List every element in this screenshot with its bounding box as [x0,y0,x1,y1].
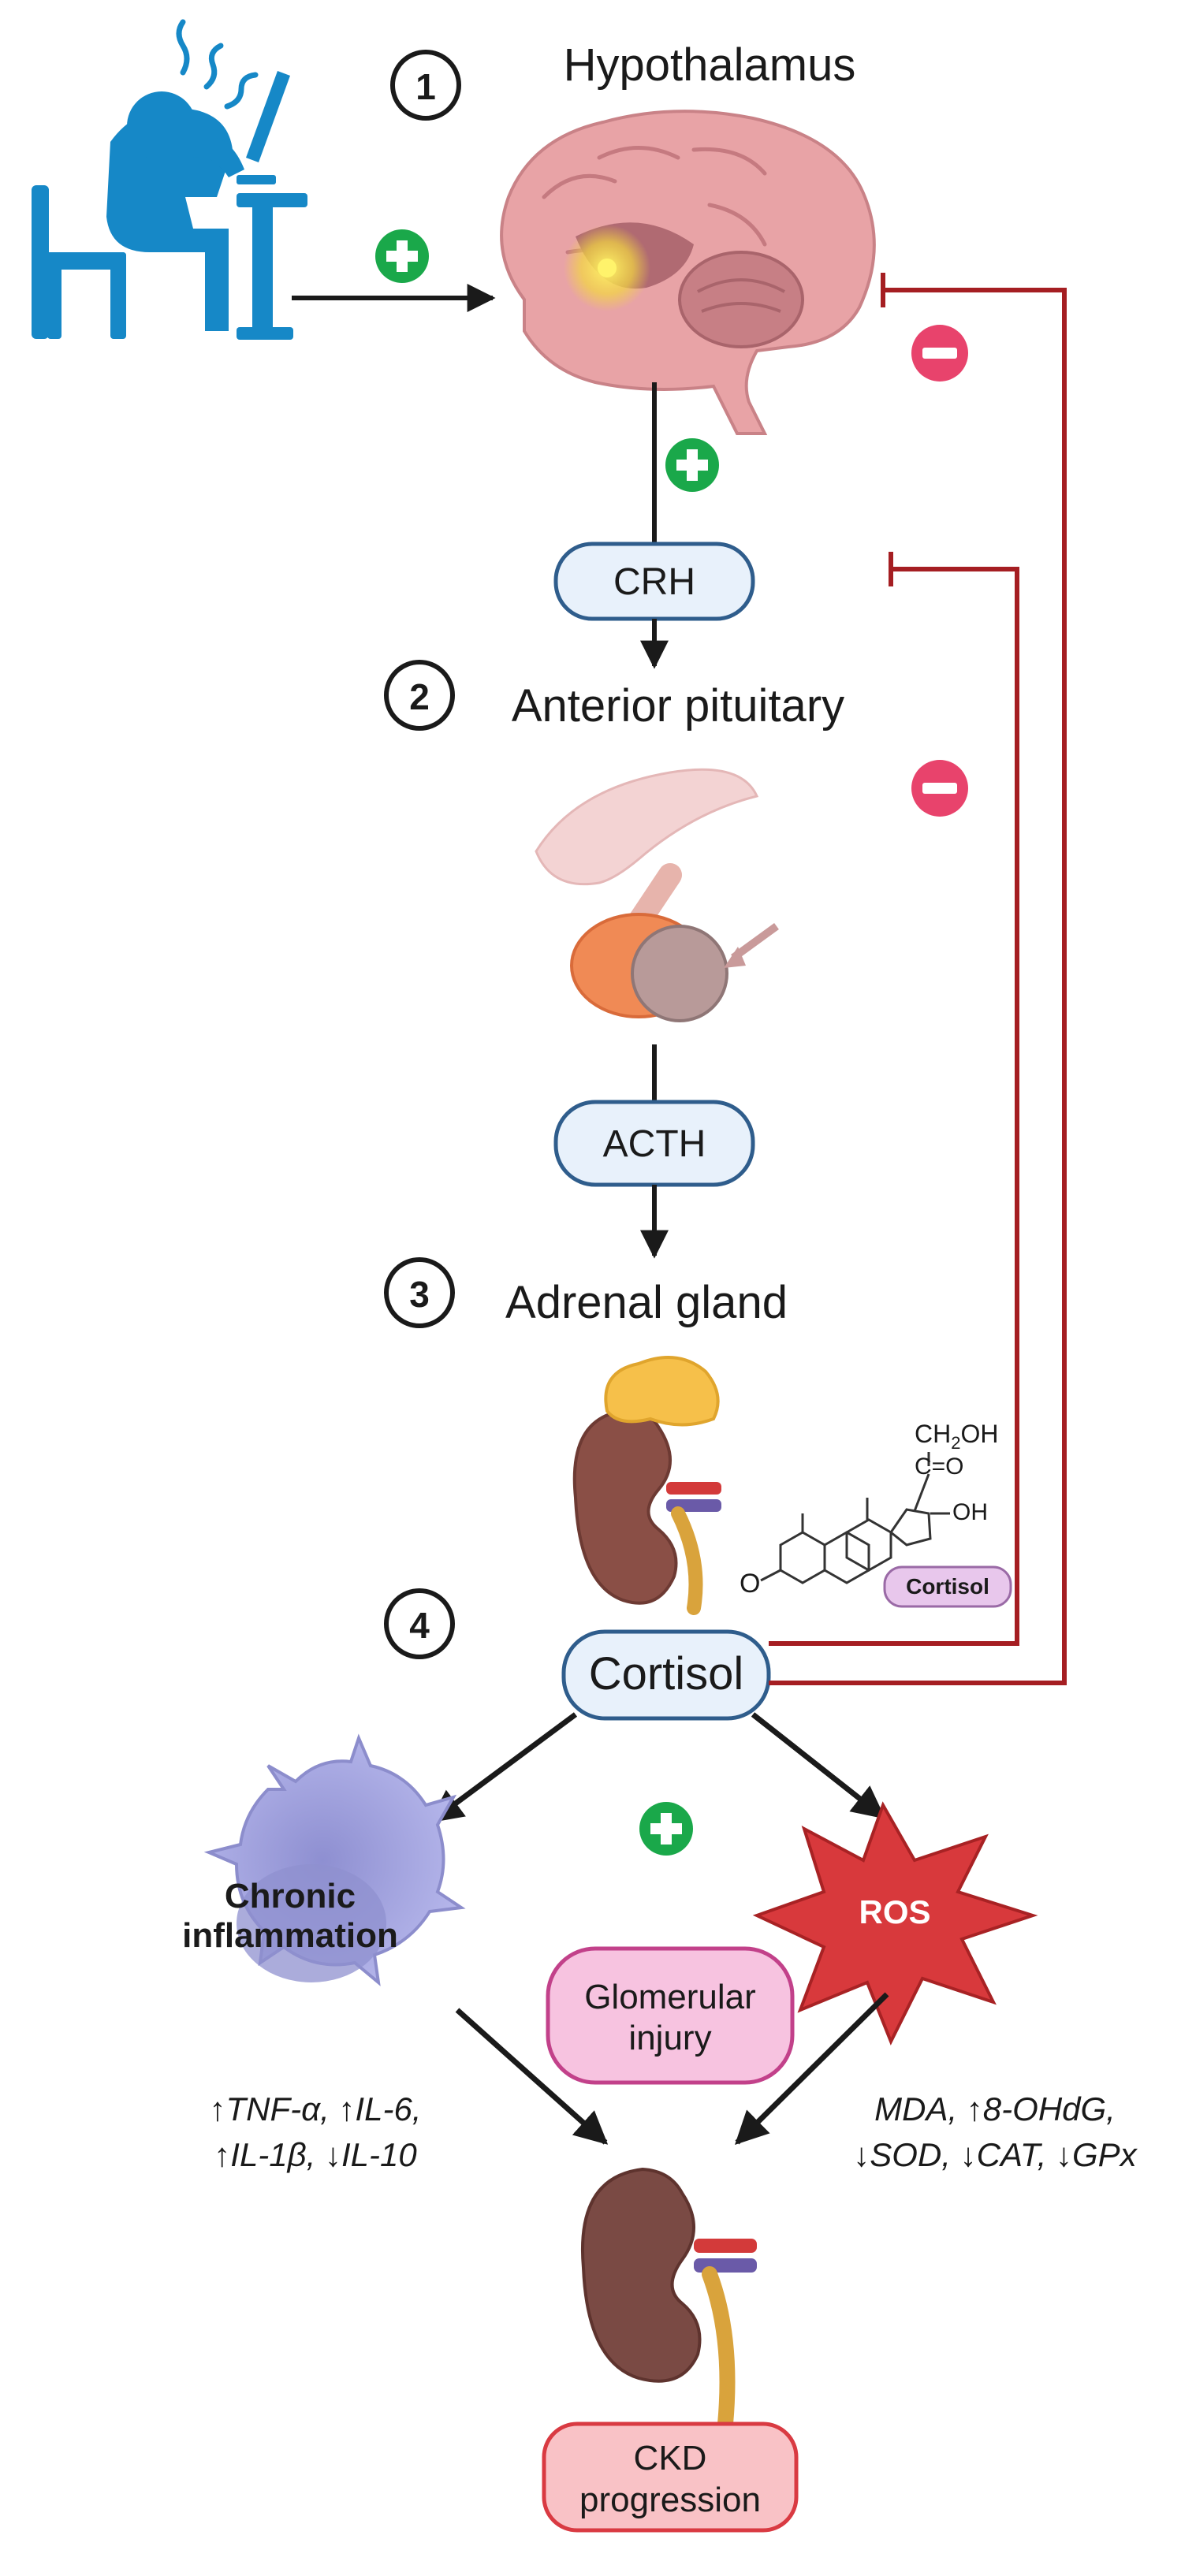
acth-node: ACTH [553,1100,755,1187]
adrenal-kidney-icon [572,1356,721,1615]
feedback-to-crh [769,552,1019,1646]
cortisol-node: Cortisol [561,1629,771,1721]
anterior-pituitary-label: Anterior pituitary [512,680,844,731]
ros-label: ROS [859,1893,930,1930]
cortisol-structure [760,1452,950,1584]
glomerular-injury-node: Glomerular injury [546,1946,795,2085]
oxidative-stress-text-line2: ↓SOD, ↓CAT, ↓GPx [853,2136,1138,2173]
inflammatory-cell-icon [203,1733,466,1986]
carbonyl-label: C=O [915,1454,964,1480]
crh-label: CRH [613,561,695,603]
ckd-label-line1: CKD [634,2439,707,2477]
adrenal-gland-label: Adrenal gland [505,1277,788,1328]
cortisol-to-ros-arrow [751,1712,886,1819]
step-3-number: 3 [409,1274,430,1315]
plus-icon [665,438,719,492]
oxidative-stress-text-line1: MDA, ↑8-OHdG, [874,2090,1116,2127]
ch2oh-label: CH2OH [915,1420,998,1453]
inflammation-to-kidney-arrow [455,2008,609,2145]
cytokines-text-line2: ↑IL-1β, ↓IL-10 [214,2136,417,2173]
feedback-to-hypothalamus [769,273,1067,1685]
ckd-progression-node: CKD progression [542,2422,799,2533]
step-4-marker: 4 [384,1588,455,1659]
minus-icon [911,325,968,382]
brain-icon [500,110,876,435]
cytokines-text-line1: ↑TNF-α, ↑IL-6, [210,2090,422,2127]
step-1-marker: 1 [390,50,461,121]
hypothalamus-label: Hypothalamus [564,39,856,91]
pituitary-icon [535,768,779,1022]
cortisol-to-inflammation-arrow [429,1712,578,1823]
step-2-marker: 2 [384,660,455,731]
ros-to-kidney-arrow [735,1992,889,2145]
step-4-number: 4 [409,1605,430,1646]
ros-burst-icon [752,1801,1038,2046]
stressed-person-icon [32,19,307,340]
plus-icon [639,1802,693,1856]
step-2-number: 2 [409,676,430,717]
cortisol-tag: Cortisol [883,1565,1012,1608]
plus-icon [375,229,429,283]
step-3-marker: 3 [384,1257,455,1328]
chronic-inflammation-label-line1: Chronic [225,1877,356,1915]
minus-icon [911,760,968,817]
crh-node: CRH [553,542,755,621]
glomerular-label-line1: Glomerular [584,1978,756,2016]
kidney-icon [581,2167,757,2432]
ketone-oxygen-label: O [740,1569,760,1599]
cortisol-label: Cortisol [589,1648,744,1699]
ckd-label-line2: progression [579,2481,761,2519]
hydroxyl-label: OH [952,1499,988,1525]
glomerular-label-line2: injury [628,2019,711,2057]
chronic-inflammation-label-line2: inflammation [182,1916,398,1955]
cortisol-tag-label: Cortisol [906,1574,989,1599]
step-1-number: 1 [415,66,436,107]
acth-label: ACTH [603,1123,706,1165]
